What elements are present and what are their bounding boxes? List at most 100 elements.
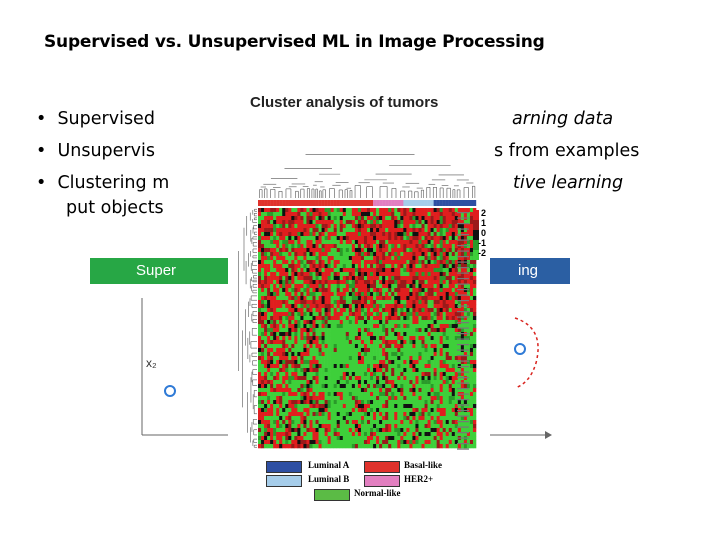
heatmap-cell <box>445 304 450 309</box>
heatmap-cell <box>382 436 386 441</box>
group-bar-cell <box>379 200 383 206</box>
heatmap-cell <box>370 380 374 385</box>
heatmap-cell <box>354 312 359 317</box>
heatmap-cell <box>321 372 325 377</box>
heatmap-cell <box>306 308 310 313</box>
heatmap-cell <box>282 436 286 441</box>
row-label-mark <box>457 421 469 423</box>
heatmap-cell <box>336 420 341 425</box>
heatmap-cell <box>315 404 319 409</box>
heatmap-cell <box>445 244 450 249</box>
heatmap-cell <box>276 388 280 393</box>
group-bar-cell <box>297 200 301 206</box>
heatmap-cell <box>409 308 413 313</box>
heatmap-cell <box>318 372 322 377</box>
heatmap-cell <box>330 220 334 225</box>
heatmap-cell <box>339 332 344 337</box>
heatmap-cell <box>376 340 380 345</box>
heatmap-cell <box>433 368 437 373</box>
heatmap-cell <box>421 336 425 341</box>
heatmap-cell <box>391 388 395 393</box>
heatmap-cell <box>382 248 386 253</box>
heatmap-cell <box>291 320 295 325</box>
heatmap-cell <box>457 352 462 357</box>
heatmap-cell <box>400 424 404 429</box>
heatmap-cell <box>336 352 341 357</box>
heatmap-cell <box>306 224 310 229</box>
heatmap-cell <box>276 376 280 381</box>
group-bar-cell <box>258 200 262 206</box>
heatmap-cell <box>397 320 401 325</box>
heatmap-cell <box>409 356 413 361</box>
bullet-3-left: Clustering m <box>57 173 170 193</box>
heatmap-cell <box>345 320 350 325</box>
heatmap-cell <box>382 336 386 341</box>
heatmap-cell <box>472 376 477 381</box>
group-bar-cell <box>388 200 392 206</box>
heatmap-cell <box>318 300 322 305</box>
heatmap-cell <box>297 232 301 237</box>
heatmap-cell <box>330 292 334 297</box>
heatmap-cell <box>303 388 307 393</box>
heatmap-cell <box>363 260 368 265</box>
heatmap-cell <box>394 276 398 281</box>
scale-label-neg1: -1 <box>478 238 487 248</box>
heatmap-cell <box>267 296 271 301</box>
heatmap-cell <box>348 284 353 289</box>
heatmap-cell <box>379 396 383 401</box>
heatmap-cell <box>400 208 404 213</box>
heatmap-cell <box>318 316 322 321</box>
heatmap-cell <box>379 364 383 369</box>
row-label-mark <box>457 443 469 445</box>
heatmap-cell <box>351 416 356 421</box>
heatmap-cell <box>297 288 301 293</box>
heatmap-cell <box>403 296 407 301</box>
heatmap-cell <box>394 416 398 421</box>
heatmap-cell <box>451 436 456 441</box>
heatmap-cell <box>267 380 271 385</box>
heatmap-cell <box>409 280 413 285</box>
heatmap-cell <box>472 352 477 357</box>
heatmap-cell <box>388 276 392 281</box>
heatmap-cell <box>406 400 410 405</box>
heatmap-cell <box>406 348 410 353</box>
heatmap-cell <box>445 308 450 313</box>
heatmap-cell <box>409 384 413 389</box>
heatmap-cell <box>297 252 301 257</box>
heatmap-cell <box>433 380 437 385</box>
heatmap-cell <box>394 252 398 257</box>
heatmap-cell <box>354 276 359 281</box>
heatmap-cell <box>472 272 477 277</box>
heatmap-cell <box>348 300 353 305</box>
heatmap-cell <box>327 292 331 297</box>
group-bar-cell <box>291 200 295 206</box>
heatmap-cell <box>267 432 271 437</box>
heatmap-cell <box>454 424 459 429</box>
heatmap-cell <box>273 292 277 297</box>
heatmap-cell <box>400 340 404 345</box>
heatmap-cell <box>312 416 316 421</box>
heatmap-cell <box>406 336 410 341</box>
heatmap-cell <box>282 288 286 293</box>
heatmap-cell <box>273 404 277 409</box>
heatmap-cell <box>351 388 356 393</box>
heatmap-cell <box>448 388 453 393</box>
heatmap-cell <box>424 372 428 377</box>
heatmap-cell <box>279 272 283 277</box>
heatmap-cell <box>297 388 301 393</box>
heatmap-cell <box>318 352 322 357</box>
heatmap-cell <box>424 284 428 289</box>
heatmap-cell <box>318 244 322 249</box>
heatmap-cell <box>336 408 341 413</box>
heatmap-cell <box>282 384 286 389</box>
heatmap-cell <box>291 432 295 437</box>
heatmap-cell <box>415 256 419 261</box>
heatmap-cell <box>418 440 422 445</box>
heatmap-cell <box>360 320 365 325</box>
heatmap-cell <box>363 328 368 333</box>
heatmap-cell <box>391 212 395 217</box>
heatmap-cell <box>451 300 456 305</box>
heatmap-cell <box>360 420 365 425</box>
heatmap-cell <box>436 392 440 397</box>
heatmap-cell <box>339 216 344 221</box>
